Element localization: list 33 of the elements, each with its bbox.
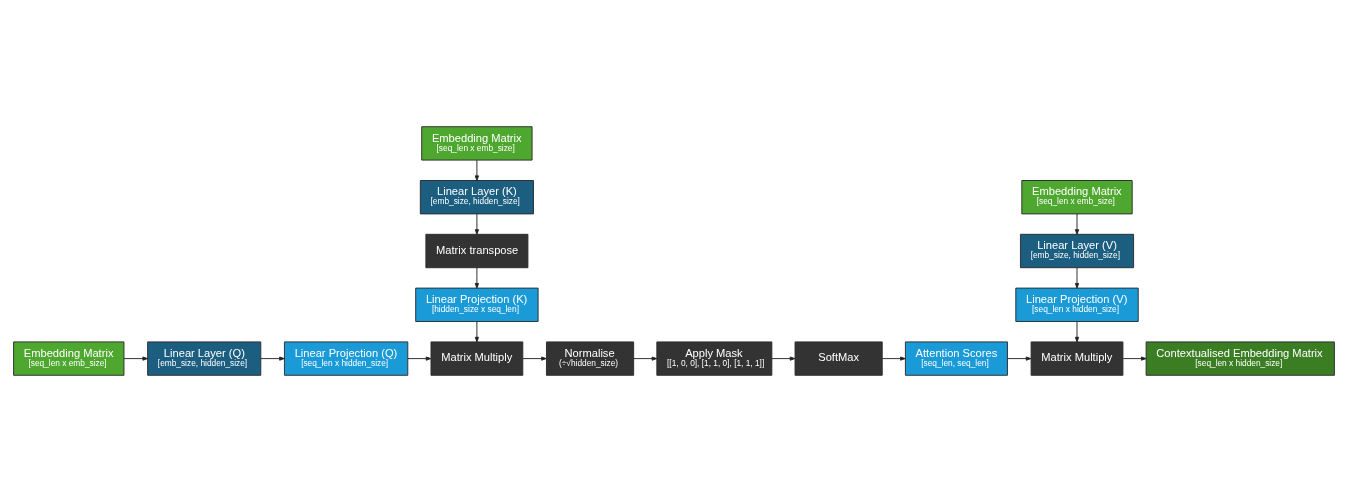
node-box: SoftMax [794, 341, 883, 376]
node-box: Embedding Matrix [seq_len x emb_size] [13, 341, 125, 376]
node-box: Linear Layer (Q) [emb_size, hidden_size] [147, 341, 262, 376]
node-box: Attention Scores [seq_len, seq_len] [904, 341, 1008, 376]
arrow [474, 213, 479, 235]
node-box: Apply Mask [[1, 0, 0], [1, 1, 0], [1, 1, 1]] [656, 341, 773, 376]
node-box: Linear Projection (Q) [seq_len x hidden_size] [283, 341, 409, 376]
node-box: Linear Projection (K) [hidden_size x seq_len] [415, 287, 539, 322]
arrow [1122, 356, 1147, 361]
node-box: Linear Layer (K) [emb_size, hidden_size] [419, 180, 534, 215]
arrow [1007, 356, 1032, 361]
node-box: Embedding Matrix [seq_len x emb_size] [1021, 180, 1133, 215]
node-box: Matrix Multiply [1030, 341, 1124, 376]
arrow [1074, 267, 1080, 289]
node-box: Matrix Multiply [430, 341, 524, 376]
arrow [1074, 321, 1080, 343]
arrow [474, 321, 479, 343]
node-box: Linear Projection (V) [seq_len x hidden_size] [1015, 287, 1139, 322]
arrow [474, 267, 479, 289]
arrow [474, 159, 479, 181]
node-box: Normalise (÷√hidden_size) [546, 341, 635, 376]
arrow [771, 356, 796, 361]
arrow [407, 356, 432, 361]
node-box: Contextualised Embedding Matrix [seq_len x hidden_size] [1145, 341, 1335, 376]
node-box: Embedding Matrix [seq_len x emb_size] [421, 126, 533, 161]
arrow [633, 356, 658, 361]
arrow [260, 356, 285, 361]
node-box: Linear Layer (V) [emb_size, hidden_size] [1019, 233, 1135, 269]
node-box: Matrix transpose [425, 233, 529, 269]
arrow [522, 356, 547, 361]
arrow [123, 356, 148, 361]
arrow [881, 356, 906, 361]
arrow [1074, 213, 1080, 235]
